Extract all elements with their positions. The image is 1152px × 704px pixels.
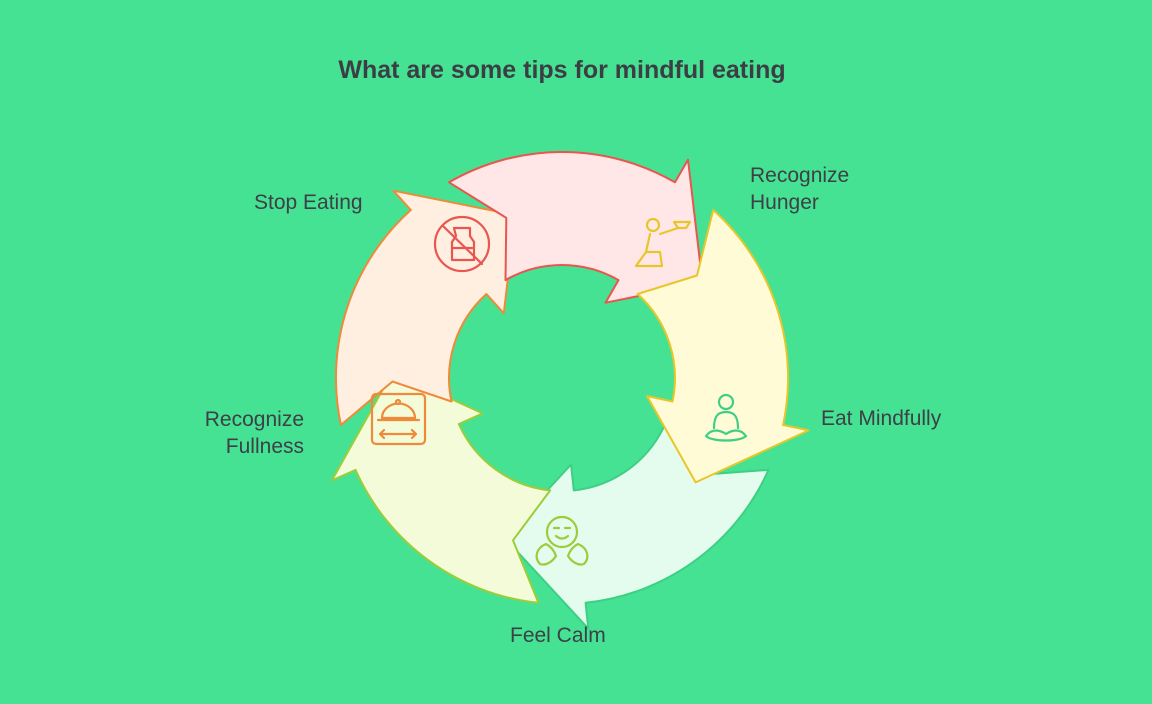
step-label-feel-calm: Feel Calm bbox=[510, 624, 606, 647]
no-food-icon bbox=[433, 215, 491, 273]
meditation-icon bbox=[704, 393, 748, 442]
step-label-recognize-hunger: Recognize Hunger bbox=[750, 164, 850, 214]
step-label-recognize-fullness: Recognize Fullness bbox=[204, 408, 304, 458]
covered-dish-icon bbox=[370, 392, 427, 446]
step-label-eat-mindfully: Eat Mindfully bbox=[821, 407, 942, 430]
arrow-recognize-hunger bbox=[636, 209, 810, 484]
arrow-feel-calm bbox=[330, 371, 552, 604]
calm-face-icon bbox=[535, 515, 589, 566]
arrow-recognize-fullness bbox=[334, 189, 517, 426]
step-label-stop-eating: Stop Eating bbox=[254, 191, 363, 214]
page-title: What are some tips for mindful eating bbox=[338, 56, 786, 84]
kneeling-offering-icon bbox=[634, 217, 692, 268]
